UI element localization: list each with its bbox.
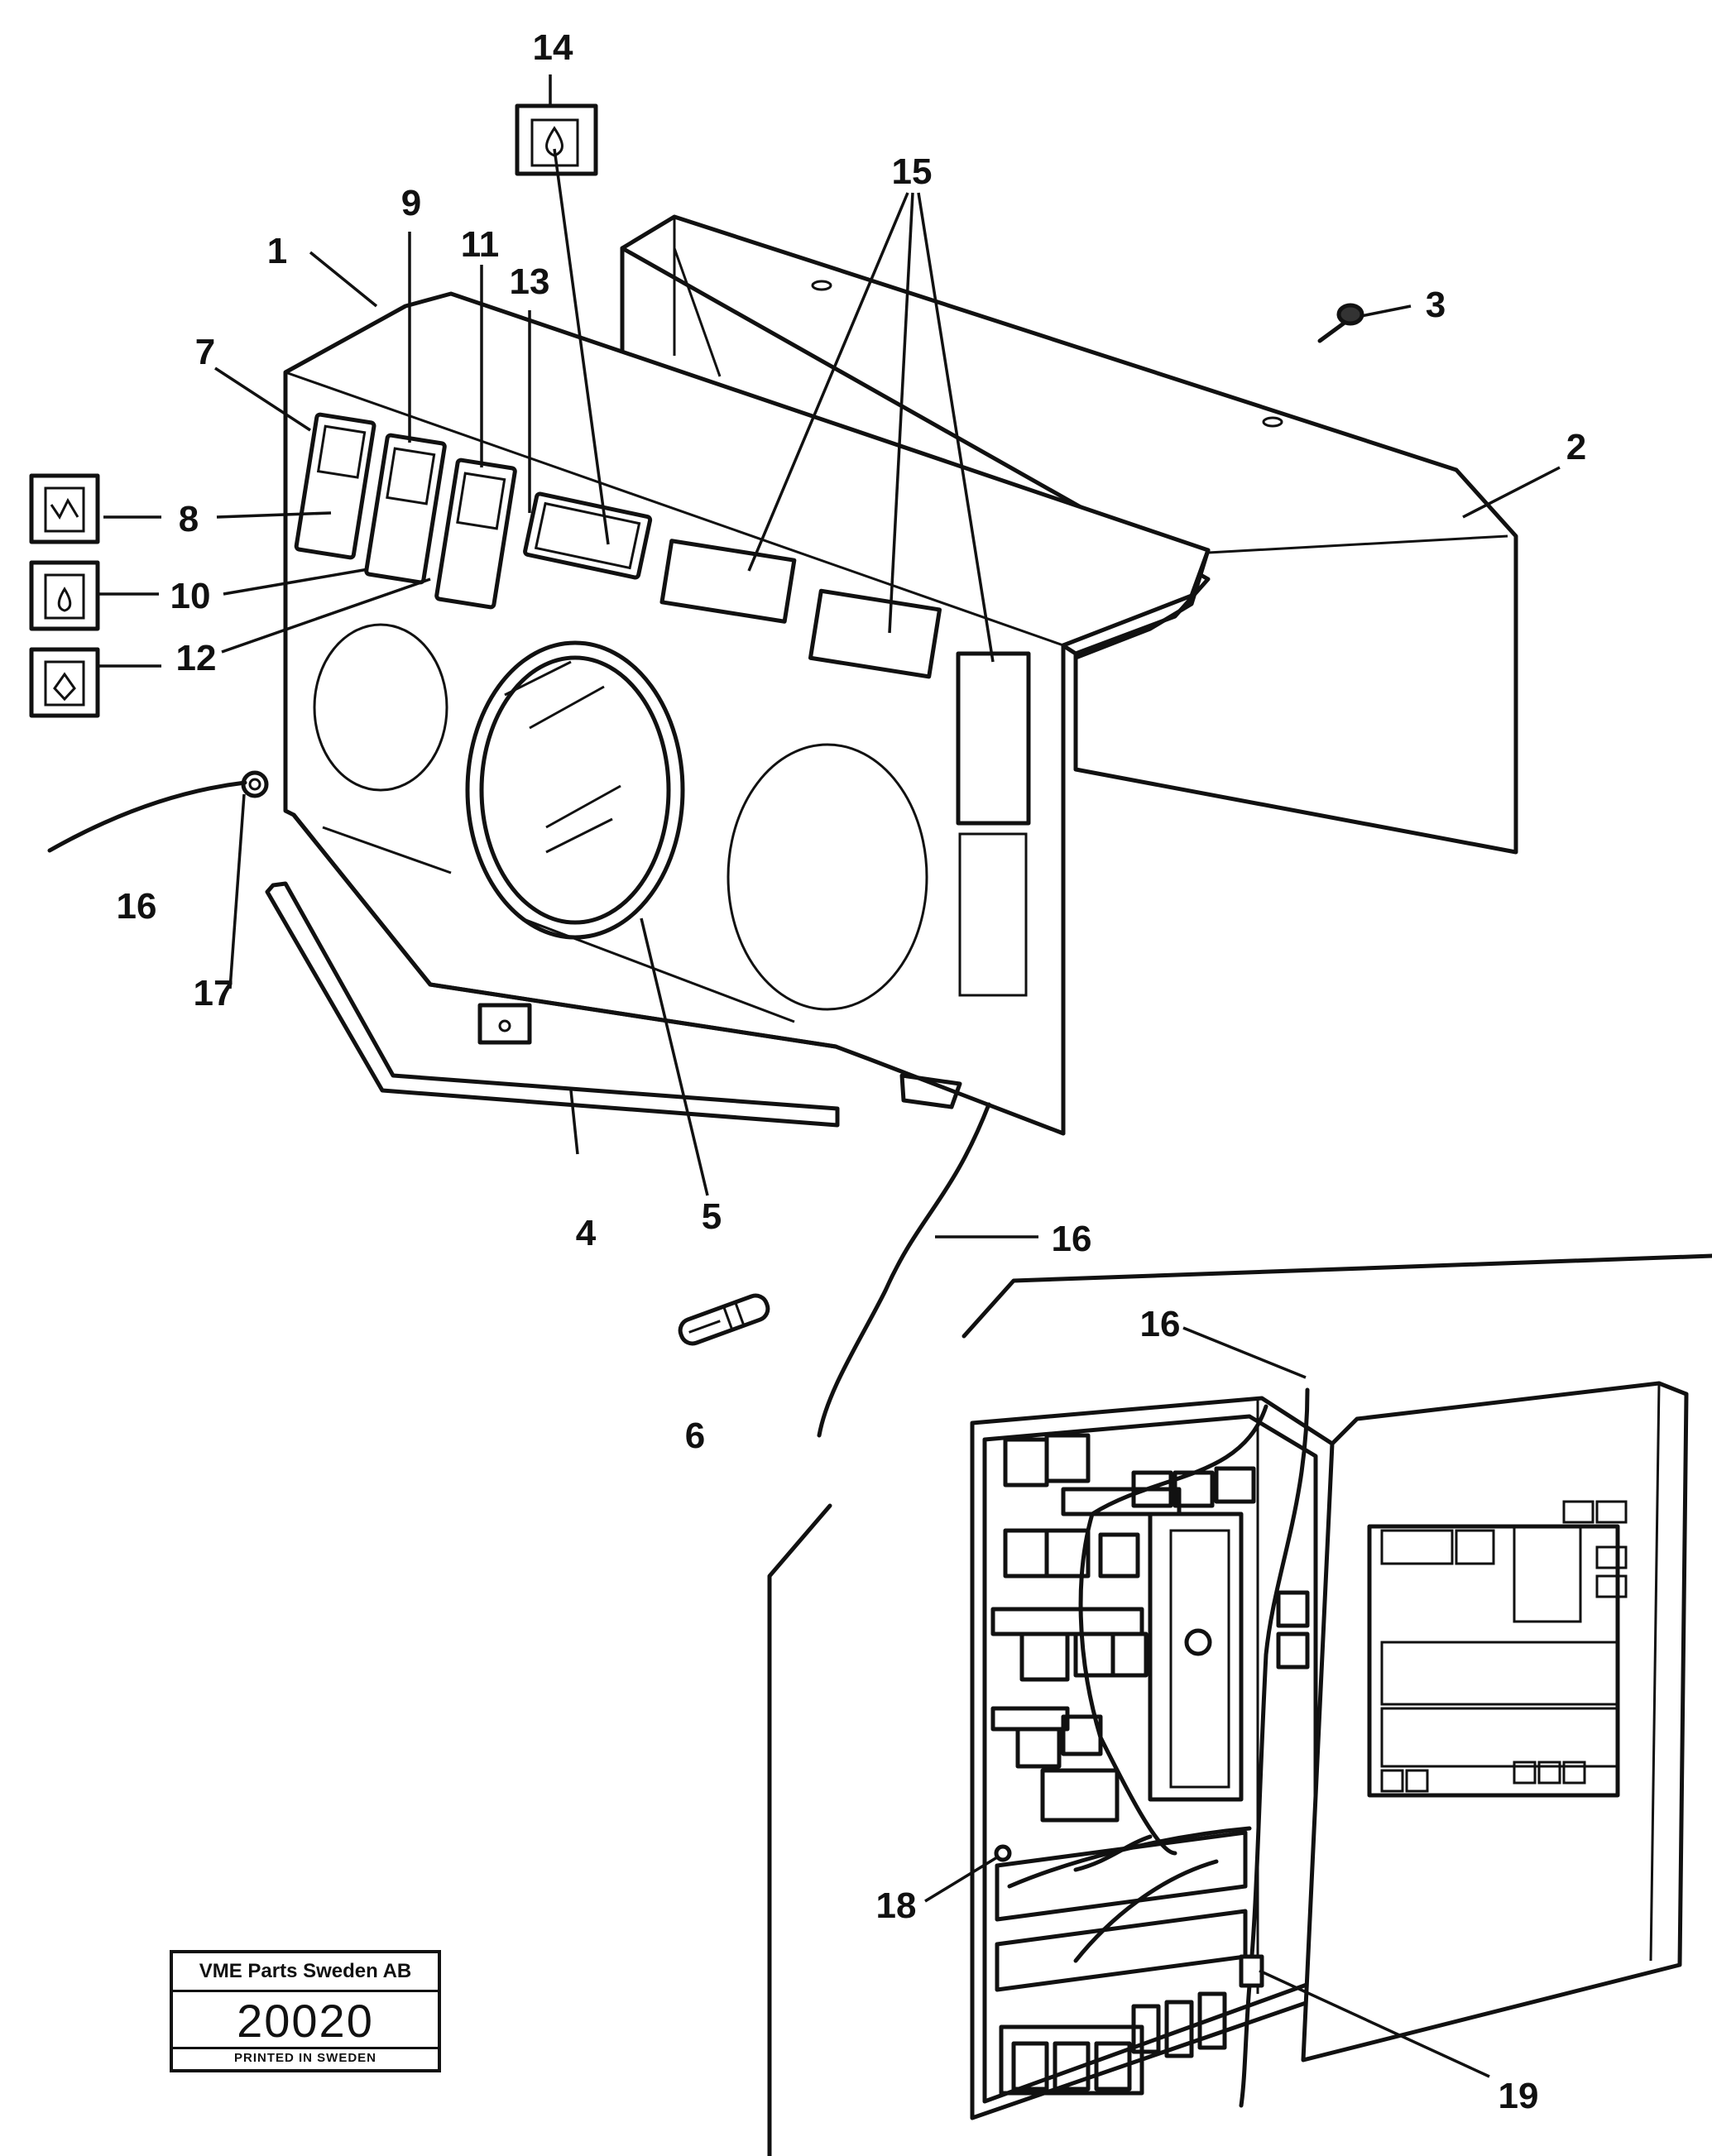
grommet-18	[994, 1844, 1012, 1862]
bulb	[678, 1293, 770, 1346]
callout-9: 9	[401, 183, 421, 223]
cabinet-outline	[962, 1253, 1712, 1339]
callout-3: 3	[1426, 285, 1446, 325]
battery-charge-symbol-icon	[29, 473, 100, 544]
callout-4: 4	[576, 1213, 597, 1253]
callout-1: 1	[267, 231, 287, 271]
callout-16-middle: 16	[1052, 1219, 1092, 1259]
callout-14: 14	[533, 27, 573, 68]
fuse-box	[970, 1396, 1335, 2120]
oil-pressure-symbol-icon	[29, 560, 100, 631]
callout-11: 11	[461, 224, 500, 265]
cable-grommet	[241, 770, 269, 798]
callout-13: 13	[510, 261, 550, 302]
stamp-illustration-number: 20020	[237, 1995, 374, 2047]
callout-19: 19	[1499, 2076, 1539, 2116]
cable-main	[817, 1102, 991, 1438]
callout-2: 2	[1566, 427, 1586, 467]
cable-clamp	[1239, 1954, 1264, 1988]
screw	[1317, 303, 1364, 343]
coolant-symbol-icon	[29, 647, 100, 718]
callout-7: 7	[195, 332, 215, 372]
callout-18: 18	[876, 1885, 917, 1926]
cable-left	[47, 780, 247, 853]
callout-16-fusebox: 16	[1140, 1304, 1181, 1344]
callout-8: 8	[179, 499, 199, 539]
instrument-panel	[283, 291, 1211, 1136]
stamp-footer: PRINTED IN SWEDEN	[173, 2047, 438, 2069]
fuse-box-wire	[1239, 1387, 1310, 2108]
callout-12: 12	[176, 638, 217, 678]
callout-6: 6	[685, 1416, 705, 1456]
callout-16-left: 16	[117, 886, 157, 927]
catalogue-stamp: VME Parts Sweden AB 20020 PRINTED IN SWE…	[170, 1950, 441, 2072]
callout-15: 15	[892, 151, 933, 192]
callout-5: 5	[702, 1196, 722, 1237]
callout-17: 17	[194, 973, 234, 1013]
callout-10: 10	[170, 576, 211, 616]
fuse-box-lid	[1301, 1381, 1689, 2063]
stamp-company: VME Parts Sweden AB	[173, 1953, 438, 1992]
trim-strip	[265, 881, 840, 1128]
leader-lines	[98, 74, 1561, 2078]
